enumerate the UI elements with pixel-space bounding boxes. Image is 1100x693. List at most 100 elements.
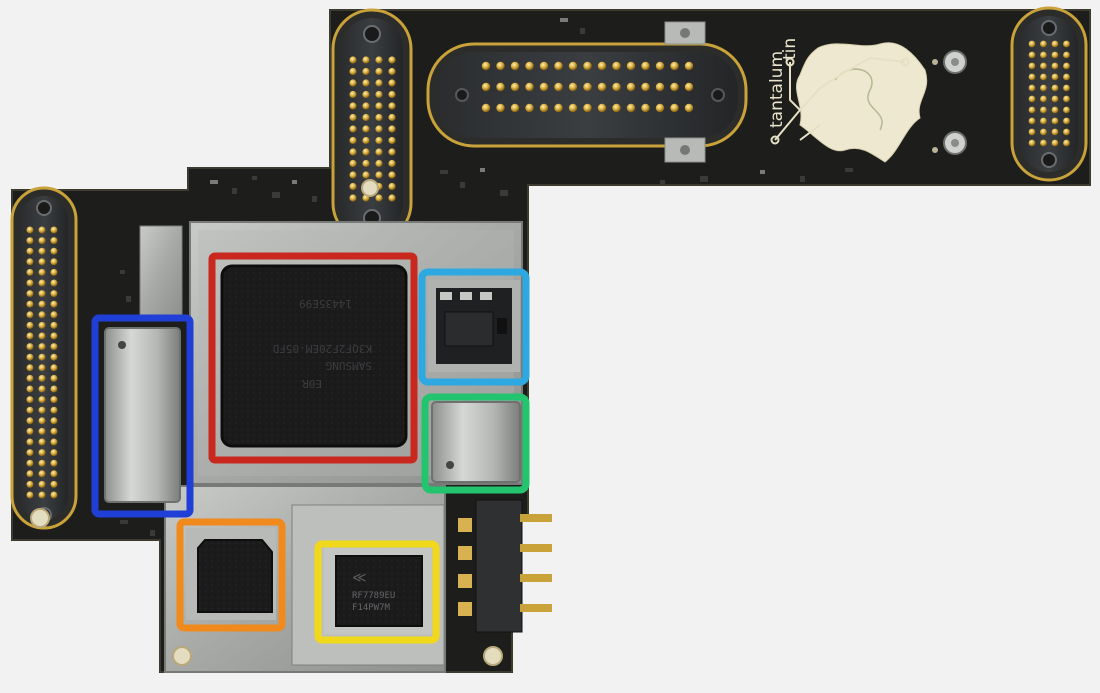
pogo-pin — [655, 82, 665, 92]
pogo-pin — [362, 159, 370, 168]
pogo-pin — [1040, 51, 1047, 59]
smd-part — [580, 28, 585, 34]
highlight-box-orange — [176, 518, 286, 632]
pogo-connector-left — [10, 186, 78, 530]
pogo-pin — [684, 82, 694, 92]
pogo-pin — [349, 194, 357, 202]
pogo-pin — [26, 343, 34, 351]
pogo-pin — [50, 332, 58, 340]
smd-part — [560, 18, 568, 22]
pogo-pin — [626, 82, 636, 92]
pogo-pin — [362, 113, 370, 122]
mounting-hole-icon — [172, 646, 192, 666]
pogo-pin — [1051, 106, 1059, 114]
pogo-pin — [50, 438, 58, 446]
pogo-pin — [349, 148, 357, 156]
pogo-pin — [38, 406, 46, 414]
pogo-pin — [684, 103, 694, 113]
logo-text-tantalum: tantalum — [767, 51, 787, 128]
pogo-pin — [50, 311, 58, 319]
pogo-pin — [1063, 40, 1070, 48]
pogo-pin — [375, 171, 383, 179]
pogo-pin — [1063, 95, 1070, 103]
pogo-connector-right — [1010, 6, 1088, 182]
pogo-pin — [26, 279, 34, 287]
pogo-pin — [1040, 95, 1047, 103]
pogo-pin — [349, 113, 357, 122]
pogo-pin — [1051, 128, 1059, 136]
smd-part — [272, 192, 280, 198]
highlight-box-green — [421, 393, 530, 494]
smd-part — [150, 530, 155, 536]
pogo-pin — [626, 103, 636, 113]
pogo-pin — [38, 332, 46, 340]
pogo-pin — [38, 226, 46, 234]
pogo-pin — [38, 290, 46, 298]
pogo-pin — [50, 258, 58, 266]
pogo-pin — [38, 268, 46, 276]
smd-part — [292, 180, 297, 184]
pogo-pin — [1051, 40, 1059, 48]
pogo-pin — [510, 61, 520, 71]
pogo-pin — [349, 182, 357, 191]
smd-part — [232, 188, 237, 194]
mounting-hole-icon — [361, 179, 379, 197]
pogo-pin — [50, 427, 58, 435]
pogo-pin — [1063, 139, 1070, 147]
mounting-hole-icon — [483, 646, 503, 666]
pogo-pin — [626, 61, 636, 71]
pogo-pin — [539, 61, 549, 71]
logo-text-tin: tin — [780, 38, 800, 60]
metal-can-oscillator — [104, 327, 181, 503]
pogo-pin — [641, 103, 650, 113]
pogo-pin — [388, 194, 396, 202]
shield-frame-left-strip — [139, 225, 183, 317]
pogo-pin — [26, 353, 34, 361]
pogo-pin — [684, 61, 694, 71]
pogo-pin — [568, 61, 578, 71]
chip-marking-line: F14PW7M — [352, 603, 391, 613]
pogo-pin — [583, 82, 592, 92]
pogo-pin — [655, 61, 665, 71]
pogo-pin — [388, 79, 396, 87]
smd-part — [760, 170, 765, 174]
pogo-pin — [612, 61, 621, 71]
pogo-pin — [26, 300, 34, 308]
pogo-pin — [1063, 84, 1070, 92]
highlight-box-blue — [91, 314, 194, 518]
pogo-pin — [388, 125, 396, 133]
pogo-pin — [525, 103, 534, 113]
pogo-pin — [1028, 51, 1036, 59]
pogo-pin — [362, 67, 370, 76]
pogo-pin — [349, 136, 357, 145]
smd-part — [480, 168, 485, 172]
pogo-pin — [50, 364, 58, 372]
pogo-pin — [50, 290, 58, 298]
pogo-pin — [26, 438, 34, 446]
pogo-pin — [597, 61, 607, 71]
smd-part — [500, 190, 508, 196]
main-processor-chip: 14435E99 K3QF2F20EM-05FD SAMSUNG E0R — [220, 264, 408, 448]
pogo-pin — [375, 136, 383, 145]
pogo-pin — [1051, 139, 1059, 147]
pogo-pin — [50, 321, 58, 329]
pogo-pin — [583, 103, 592, 113]
smd-part — [440, 170, 448, 174]
pogo-pin — [26, 459, 34, 467]
pogo-pin — [50, 237, 58, 245]
logo-trace-icon — [770, 56, 910, 145]
pogo-pin — [1063, 73, 1070, 81]
pogo-pin — [1028, 40, 1036, 48]
pogo-pin — [388, 171, 396, 179]
pogo-pin — [597, 103, 607, 113]
pogo-pin — [641, 61, 650, 71]
pogo-pin — [38, 470, 46, 478]
smd-part — [252, 176, 257, 180]
pogo-pin — [1063, 51, 1070, 59]
pogo-pin — [481, 103, 491, 113]
pogo-pin — [38, 427, 46, 435]
pogo-pin — [50, 300, 58, 308]
smd-part — [126, 296, 131, 302]
chip-marking-line: K3QF2F20EM-05FD — [273, 342, 372, 355]
